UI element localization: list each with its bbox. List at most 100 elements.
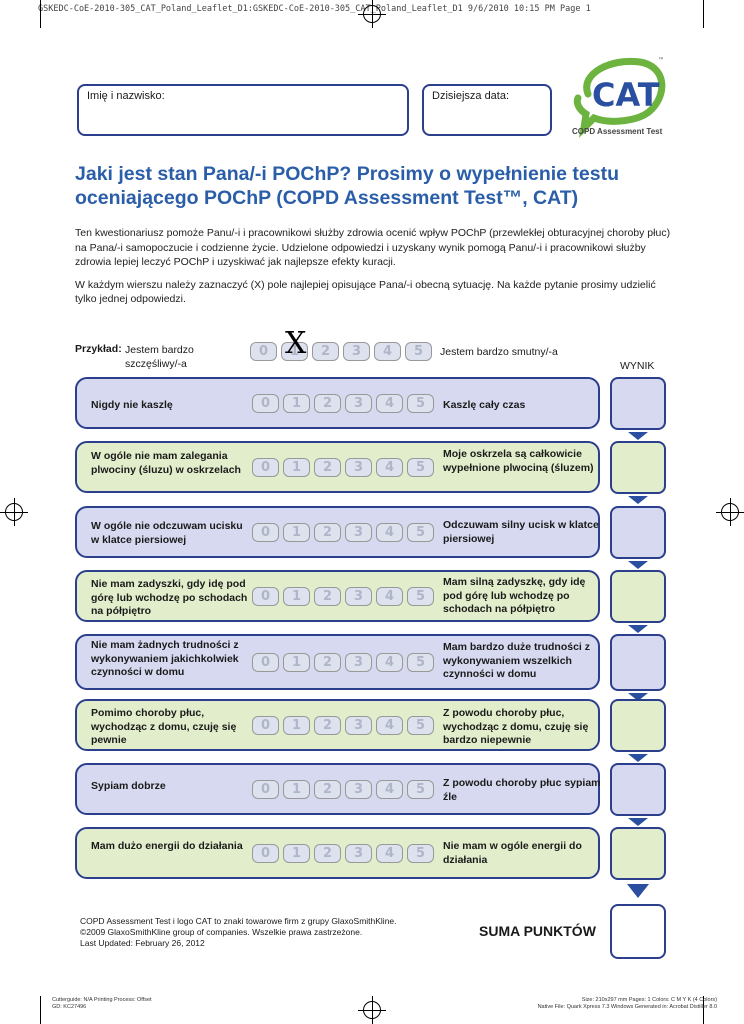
answer-option-2[interactable]: 2 xyxy=(314,653,341,672)
answer-option-1[interactable]: 1 xyxy=(283,780,310,799)
example-left-text: Jestem bardzo szczęśliwy/-a xyxy=(125,344,194,370)
answer-option-0[interactable]: 0 xyxy=(252,653,279,672)
answer-option-3[interactable]: 3 xyxy=(345,394,372,413)
answer-option-3[interactable]: 3 xyxy=(345,653,372,672)
crop-mark xyxy=(40,0,41,28)
score-box[interactable] xyxy=(610,634,666,691)
answer-option-4[interactable]: 4 xyxy=(376,587,403,606)
arrow-down-icon xyxy=(627,884,649,898)
print-info-right: Size: 210x297 mm Pages: 1 Colors: C M Y … xyxy=(537,997,717,1010)
answer-option-4[interactable]: 4 xyxy=(376,523,403,542)
answer-option-0[interactable]: 0 xyxy=(252,587,279,606)
total-score-box[interactable] xyxy=(610,904,666,959)
score-box[interactable] xyxy=(610,827,666,880)
answer-option-1[interactable]: 1 xyxy=(283,587,310,606)
scale-option: 2 xyxy=(312,342,339,361)
answer-option-4[interactable]: 4 xyxy=(376,653,403,672)
answer-option-3[interactable]: 3 xyxy=(345,523,372,542)
answer-option-4[interactable]: 4 xyxy=(376,716,403,735)
answer-option-5[interactable]: 5 xyxy=(407,653,434,672)
crop-mark xyxy=(703,996,704,1024)
answer-option-4[interactable]: 4 xyxy=(376,394,403,413)
answer-option-3[interactable]: 3 xyxy=(345,716,372,735)
scale-option: 3 xyxy=(343,342,370,361)
question-right-text: Nie mam w ogóle energii do działania xyxy=(443,840,582,866)
question-right-text: Mam silną zadyszkę, gdy idę pod górę lub… xyxy=(443,576,586,615)
answer-option-1[interactable]: 1 xyxy=(283,716,310,735)
intro-paragraph: W każdym wierszu należy zaznaczyć (X) po… xyxy=(75,278,656,306)
answer-option-2[interactable]: 2 xyxy=(314,523,341,542)
answer-option-3[interactable]: 3 xyxy=(345,458,372,477)
answer-option-3[interactable]: 3 xyxy=(345,587,372,606)
score-column-label: WYNIK xyxy=(620,360,655,372)
answer-option-2[interactable]: 2 xyxy=(314,716,341,735)
example-label: Przykład: xyxy=(75,343,122,355)
answer-option-5[interactable]: 5 xyxy=(407,587,434,606)
score-box[interactable] xyxy=(610,506,666,559)
question-right-text: Z powodu choroby płuc sypiam źle xyxy=(443,777,601,803)
arrow-down-icon xyxy=(628,496,648,504)
answer-option-3[interactable]: 3 xyxy=(345,780,372,799)
answer-option-0[interactable]: 0 xyxy=(252,844,279,863)
question-left-text: Pomimo choroby płuc, wychodząc z domu, c… xyxy=(91,707,237,746)
footer-line: ©2009 GlaxoSmithKline group of companies… xyxy=(80,927,363,937)
answer-option-1[interactable]: 1 xyxy=(283,458,310,477)
question-left-text: Nigdy nie kaszlę xyxy=(91,399,173,411)
cat-logo: CAT ™ xyxy=(573,57,666,138)
score-box[interactable] xyxy=(610,377,666,430)
answer-option-1[interactable]: 1 xyxy=(283,394,310,413)
answer-option-2[interactable]: 2 xyxy=(314,844,341,863)
answer-option-0[interactable]: 0 xyxy=(252,523,279,542)
score-box[interactable] xyxy=(610,699,666,752)
answer-option-4[interactable]: 4 xyxy=(376,844,403,863)
answer-option-2[interactable]: 2 xyxy=(314,587,341,606)
logo-tm: ™ xyxy=(658,57,664,64)
x-mark-icon: X xyxy=(285,326,307,361)
answer-option-4[interactable]: 4 xyxy=(376,780,403,799)
answer-option-5[interactable]: 5 xyxy=(407,780,434,799)
answer-option-3[interactable]: 3 xyxy=(345,844,372,863)
answer-option-1[interactable]: 1 xyxy=(283,653,310,672)
date-field[interactable]: Dzisiejsza data: xyxy=(422,84,552,136)
question-left-text: Nie mam żadnych trudności z wykonywaniem… xyxy=(91,639,239,678)
answer-option-4[interactable]: 4 xyxy=(376,458,403,477)
answer-option-2[interactable]: 2 xyxy=(314,780,341,799)
arrow-down-icon xyxy=(628,754,648,762)
footer-line: Last Updated: February 26, 2012 xyxy=(80,938,205,948)
answer-option-2[interactable]: 2 xyxy=(314,458,341,477)
score-box[interactable] xyxy=(610,441,666,494)
arrow-down-icon xyxy=(628,818,648,826)
answer-option-0[interactable]: 0 xyxy=(252,716,279,735)
answer-option-5[interactable]: 5 xyxy=(407,394,434,413)
question-left-text: Sypiam dobrze xyxy=(91,780,166,792)
answer-option-5[interactable]: 5 xyxy=(407,458,434,477)
answer-option-1[interactable]: 1 xyxy=(283,844,310,863)
question-row: Nie mam zadyszki, gdy idę pod górę lub w… xyxy=(75,570,600,622)
intro-text: Ten kwestionariusz pomoże Panu/-i i prac… xyxy=(75,226,675,315)
name-field[interactable]: Imię i nazwisko: xyxy=(77,84,409,136)
question-left-text: Nie mam zadyszki, gdy idę pod górę lub w… xyxy=(91,578,248,617)
registration-mark-icon xyxy=(358,0,386,28)
answer-option-5[interactable]: 5 xyxy=(407,716,434,735)
answer-option-1[interactable]: 1 xyxy=(283,523,310,542)
footer: COPD Assessment Test i logo CAT to znaki… xyxy=(80,916,397,949)
answer-option-0[interactable]: 0 xyxy=(252,458,279,477)
answer-option-5[interactable]: 5 xyxy=(407,523,434,542)
date-field-label: Dzisiejsza data: xyxy=(432,90,510,102)
answer-option-0[interactable]: 0 xyxy=(252,780,279,799)
answer-option-2[interactable]: 2 xyxy=(314,394,341,413)
question-left-text: W ogóle nie mam zalegania plwociny (śluz… xyxy=(91,450,241,476)
score-box[interactable] xyxy=(610,763,666,816)
answer-option-0[interactable]: 0 xyxy=(252,394,279,413)
question-row: W ogóle nie mam zalegania plwociny (śluz… xyxy=(75,441,600,493)
answer-option-5[interactable]: 5 xyxy=(407,844,434,863)
name-field-label: Imię i nazwisko: xyxy=(87,90,165,102)
score-box[interactable] xyxy=(610,570,666,623)
question-left-text: W ogóle nie odczuwam ucisku w klatce pie… xyxy=(91,520,243,546)
